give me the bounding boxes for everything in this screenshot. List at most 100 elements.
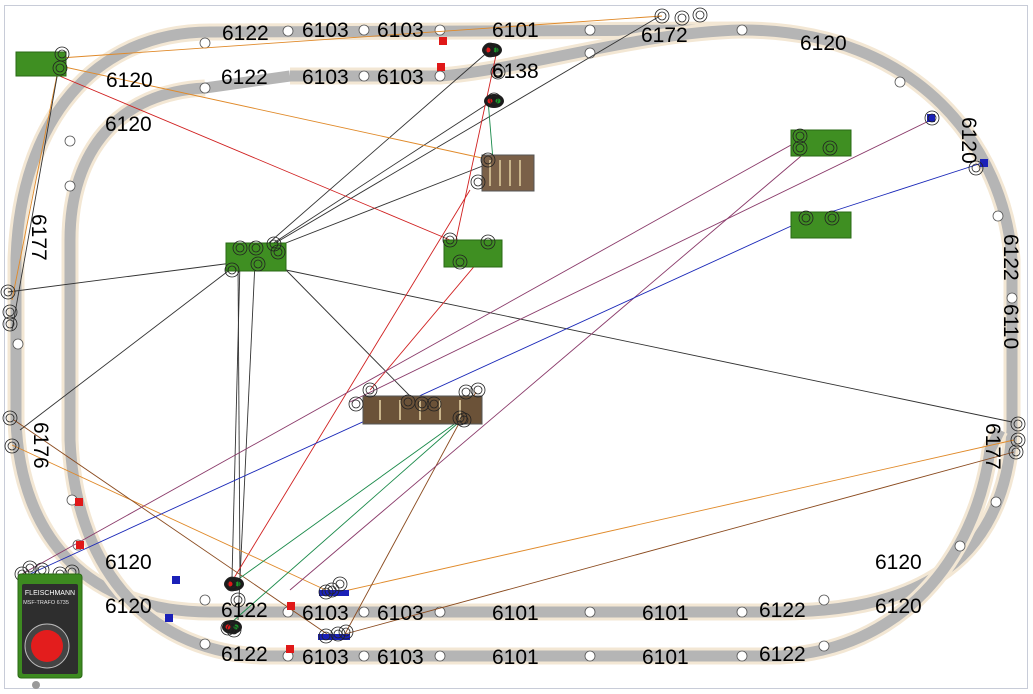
connection-terminal[interactable] [270, 244, 286, 260]
decoder-board-center[interactable] [443, 239, 503, 268]
connection-terminal[interactable] [822, 140, 838, 156]
connection-terminal[interactable] [318, 584, 334, 600]
connection-terminal[interactable] [482, 42, 498, 58]
connection-terminal[interactable] [332, 576, 348, 592]
sensor-marker[interactable] [172, 576, 180, 584]
connection-terminal[interactable] [4, 438, 20, 454]
track-joint [584, 24, 596, 36]
connection-terminal[interactable] [480, 234, 496, 250]
connection-wire[interactable] [289, 139, 821, 591]
relay-module-center[interactable] [362, 395, 483, 425]
connection-terminal[interactable] [2, 316, 18, 332]
connection-terminal[interactable] [792, 128, 808, 144]
decoder-board-right-lower[interactable] [790, 211, 852, 239]
connection-wire[interactable] [369, 249, 489, 391]
connection-terminal[interactable] [338, 624, 354, 640]
connection-terminal[interactable] [224, 576, 240, 592]
sensor-marker[interactable] [980, 159, 988, 167]
uncoupler-marker[interactable] [437, 63, 445, 71]
connection-wire[interactable] [13, 419, 331, 637]
connection-wire[interactable] [59, 15, 663, 59]
connection-terminal[interactable] [2, 410, 18, 426]
connection-wire[interactable] [285, 269, 411, 397]
connection-terminal[interactable] [362, 382, 378, 398]
connection-terminal[interactable] [330, 626, 346, 642]
inner-track[interactable] [64, 24, 1005, 662]
connection-wire[interactable] [231, 415, 467, 623]
connection-terminal[interactable] [452, 254, 468, 270]
connection-terminal[interactable] [480, 152, 496, 168]
inner-track-top-left[interactable] [204, 70, 291, 94]
connection-terminal[interactable] [230, 592, 246, 608]
outer-track[interactable] [10, 24, 1018, 618]
uncoupler-marker[interactable] [286, 645, 294, 653]
connection-terminal[interactable] [968, 160, 984, 176]
connection-terminal[interactable] [1008, 444, 1024, 460]
connection-terminal[interactable] [470, 382, 486, 398]
connection-wire[interactable] [19, 261, 241, 431]
connection-wire[interactable] [349, 117, 936, 403]
connection-terminal[interactable] [674, 10, 690, 26]
connection-terminal[interactable] [456, 412, 472, 428]
connection-wire[interactable] [487, 99, 494, 161]
power-transformer[interactable]: FLEISCHMANN MSF-TRAFO 6735 [17, 573, 83, 689]
connection-terminal[interactable] [224, 262, 240, 278]
track-label: 6120 [800, 32, 847, 55]
connection-terminal[interactable] [442, 232, 458, 248]
connection-terminal[interactable] [248, 240, 264, 256]
connection-terminal[interactable] [348, 396, 364, 412]
connection-terminal[interactable] [654, 8, 670, 24]
connection-wire[interactable] [237, 261, 256, 621]
connection-wire[interactable] [11, 59, 61, 331]
connection-wire[interactable] [254, 100, 493, 256]
uncoupler-marker[interactable] [76, 541, 84, 549]
connection-terminal[interactable] [1010, 416, 1026, 432]
connection-terminal[interactable] [318, 628, 334, 644]
connection-terminal[interactable] [2, 304, 18, 320]
connection-wire[interactable] [7, 261, 241, 293]
connection-wire[interactable] [237, 261, 241, 579]
contact-strip[interactable] [318, 634, 350, 640]
connection-wire[interactable] [455, 45, 499, 241]
track-joint [954, 540, 966, 552]
connection-terminal[interactable] [1010, 432, 1026, 448]
connection-wire[interactable] [344, 391, 477, 635]
connection-wire[interactable] [254, 159, 499, 256]
connection-terminal[interactable] [250, 256, 266, 272]
connection-wire[interactable] [344, 451, 1015, 635]
uncoupler-marker[interactable] [75, 498, 83, 506]
connection-terminal[interactable] [220, 620, 236, 636]
connection-terminal[interactable] [692, 7, 708, 23]
connection-wire[interactable] [285, 269, 1013, 423]
connection-terminal[interactable] [52, 60, 68, 76]
connection-terminal[interactable] [824, 210, 840, 226]
uncoupler-marker[interactable] [287, 602, 295, 610]
connection-wire[interactable] [21, 139, 801, 575]
connection-wire[interactable] [254, 15, 661, 256]
speed-knob[interactable] [31, 630, 63, 662]
connection-wire[interactable] [239, 419, 461, 579]
connection-terminal[interactable] [792, 140, 808, 156]
connection-wire[interactable] [59, 65, 483, 159]
connection-terminal[interactable] [798, 210, 814, 226]
connection-wire[interactable] [49, 71, 451, 241]
connection-terminal[interactable] [470, 174, 486, 190]
connection-terminal[interactable] [486, 92, 502, 108]
connection-wire[interactable] [11, 59, 61, 301]
connection-terminal[interactable] [414, 396, 430, 412]
connection-wire[interactable] [339, 439, 1015, 593]
connection-terminal[interactable] [924, 110, 940, 126]
connection-wire[interactable] [11, 444, 331, 593]
sensor-marker[interactable] [927, 114, 935, 122]
connection-terminal[interactable] [458, 384, 474, 400]
connection-terminal[interactable] [232, 240, 248, 256]
connection-terminal[interactable] [0, 284, 16, 300]
connection-terminal[interactable] [490, 64, 506, 80]
connection-terminal[interactable] [426, 396, 442, 412]
uncoupler-marker[interactable] [439, 37, 447, 45]
sensor-marker[interactable] [165, 614, 173, 622]
connection-wire[interactable] [233, 189, 471, 579]
connection-terminal[interactable] [226, 622, 242, 638]
connection-wire[interactable] [254, 49, 491, 256]
contact-strip[interactable] [319, 590, 349, 596]
